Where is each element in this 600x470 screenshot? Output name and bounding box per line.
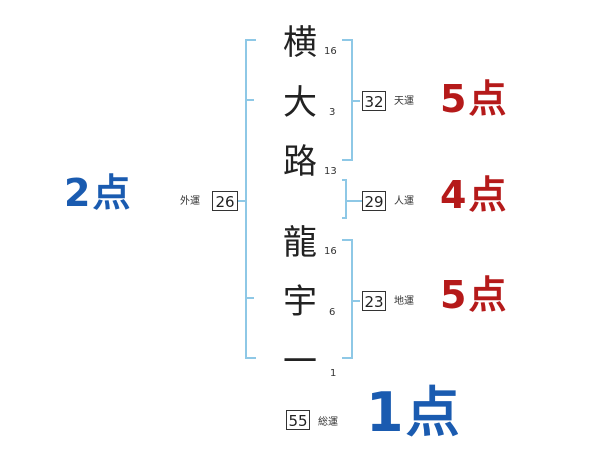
stroke-count-6: 1 xyxy=(330,368,337,379)
tenun-bracket xyxy=(342,39,353,161)
name-char-4: 龍 xyxy=(283,223,317,263)
stroke-count-1: 16 xyxy=(324,46,337,57)
stroke-count-4: 16 xyxy=(324,246,337,257)
tenun-value-box: 32 xyxy=(362,91,386,111)
stroke-count-2: 3 xyxy=(329,107,336,118)
souun-label: 総運 xyxy=(318,417,338,428)
chiun-value-box: 23 xyxy=(362,291,386,311)
souun-score: 1点 xyxy=(366,381,462,444)
name-char-5: 宇 xyxy=(283,282,317,322)
jinun-score: 4点 xyxy=(440,173,509,217)
gaiun-value-box: 26 xyxy=(212,191,238,211)
name-char-1: 横 xyxy=(283,23,317,63)
souun-value-box: 55 xyxy=(286,410,310,430)
gaiun-label: 外運 xyxy=(180,196,200,207)
stroke-count-3: 13 xyxy=(324,166,337,177)
chiun-label: 地運 xyxy=(394,296,414,307)
outer-bracket xyxy=(245,39,256,359)
chiun-score: 5点 xyxy=(440,273,509,317)
tenun-score: 5点 xyxy=(440,77,509,121)
name-char-2: 大 xyxy=(283,83,317,123)
jinun-label: 人運 xyxy=(394,196,414,207)
stroke-count-5: 6 xyxy=(329,307,336,318)
name-char-6: 一 xyxy=(283,342,317,382)
gaiun-score: 2点 xyxy=(64,171,133,215)
jinun-value-box: 29 xyxy=(362,191,386,211)
tenun-label: 天運 xyxy=(394,96,414,107)
jinun-bracket xyxy=(342,179,347,219)
chiun-bracket xyxy=(342,239,353,359)
name-char-3: 路 xyxy=(283,142,317,182)
